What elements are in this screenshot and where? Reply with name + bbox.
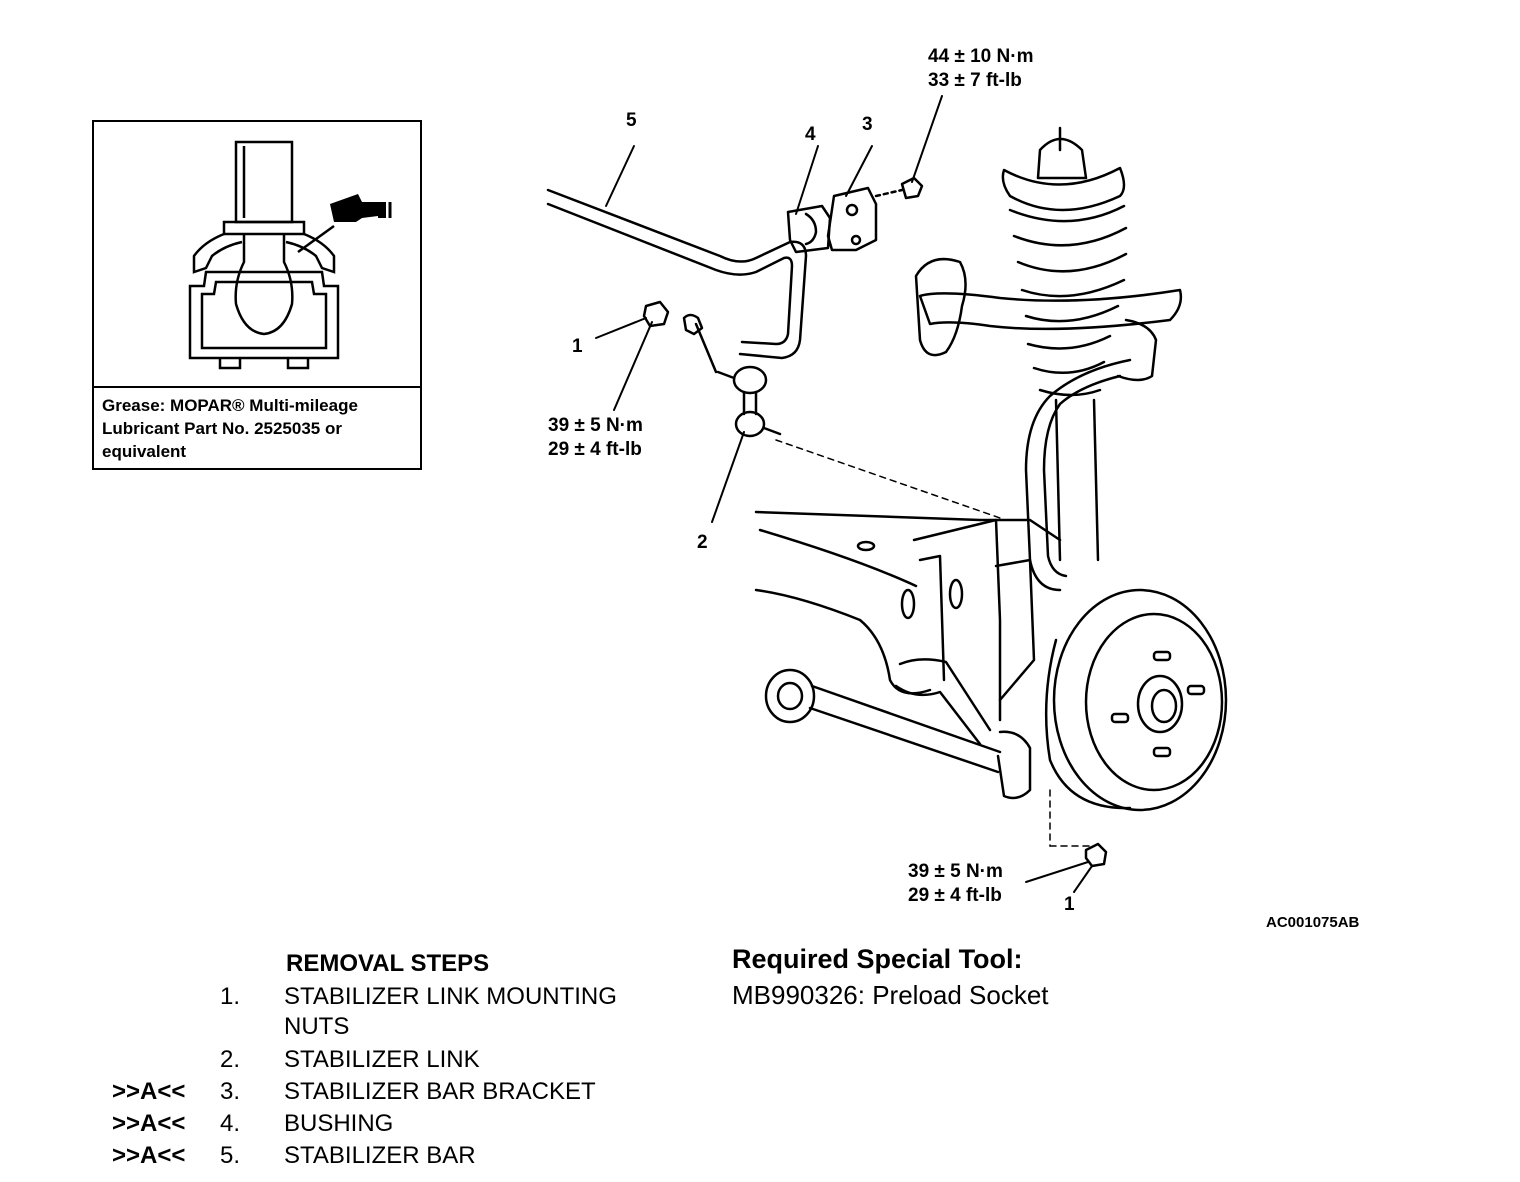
callout-3: 3 [862,114,873,135]
torque-ftlb: 29 ± 4 ft-lb [908,885,1002,906]
strut-spring-drawing [914,126,1183,562]
step-mark: >>A<< [112,1078,186,1105]
step-number: 4. [220,1110,241,1137]
removal-step: >>A<< 4. BUSHING [112,1109,712,1139]
step-number: 2. [220,1046,241,1073]
step-text: STABILIZER BAR BRACKET [284,1078,596,1105]
inset-divider [94,386,420,388]
removal-step: 2. STABILIZER LINK [112,1045,712,1075]
crossmember-drawing [754,510,1062,722]
step-number: 3. [220,1078,241,1105]
step-mark: >>A<< [112,1142,186,1169]
step-number: 1. [220,983,241,1010]
torque-nm: 44 ± 10 N·m [928,46,1034,67]
step-number: 5. [220,1142,241,1169]
removal-steps-title: REMOVAL STEPS [286,950,490,977]
torque-bracket-bolt: 44 ± 10 N·m 33 ± 7 ft-lb [928,45,1033,93]
removal-step: >>A<< 5. STABILIZER BAR [112,1141,712,1171]
torque-link-nut-lower: 39 ± 5 N·m 29 ± 4 ft-lb [908,860,1003,908]
figure-id: AC001075AB [1266,914,1360,931]
special-tool-text: MB990326: Preload Socket [732,980,1049,1010]
grease-note: Grease: MOPAR® Multi-mileage Lubricant P… [102,396,358,461]
callout-4: 4 [805,124,816,145]
stabilizer-bar-drawing [546,188,1132,592]
callout-1-upper: 1 [572,336,583,357]
lower-arm-drawing [764,658,1032,800]
nut-lower-drawing [1084,842,1108,868]
torque-ftlb: 33 ± 7 ft-lb [928,70,1022,91]
torque-nm: 39 ± 5 N·m [548,415,643,436]
callout-2: 2 [697,532,708,553]
step-text: BUSHING [284,1110,394,1137]
brake-drum-drawing [1044,588,1228,812]
nut-upper-drawing [642,300,704,336]
stabilizer-link-drawing [694,322,782,438]
bushing-drawing [786,204,832,254]
removal-step: 1. STABILIZER LINK MOUNTING NUTS [112,982,712,1042]
leader-lines [595,95,1093,893]
step-mark: >>A<< [112,1110,186,1137]
alignment-lines [775,439,1091,847]
special-tool-title: Required Special Tool: [732,944,1023,974]
torque-link-nut-upper: 39 ± 5 N·m 29 ± 4 ft-lb [548,414,643,462]
step-text: STABILIZER LINK [284,1046,480,1073]
torque-ftlb: 29 ± 4 ft-lb [548,439,642,460]
step-text: STABILIZER LINK MOUNTING NUTS [284,983,617,1040]
bracket-drawing [826,176,924,252]
grease-gun-icon [330,194,392,222]
torque-nm: 39 ± 5 N·m [908,861,1003,882]
callout-5: 5 [626,110,637,131]
ball-joint-illustration [188,140,392,370]
removal-step: >>A<< 3. STABILIZER BAR BRACKET [112,1077,712,1107]
grease-inset-box: Grease: MOPAR® Multi-mileage Lubricant P… [92,120,422,470]
callout-1-lower: 1 [1064,894,1075,915]
step-text: STABILIZER BAR [284,1142,476,1169]
